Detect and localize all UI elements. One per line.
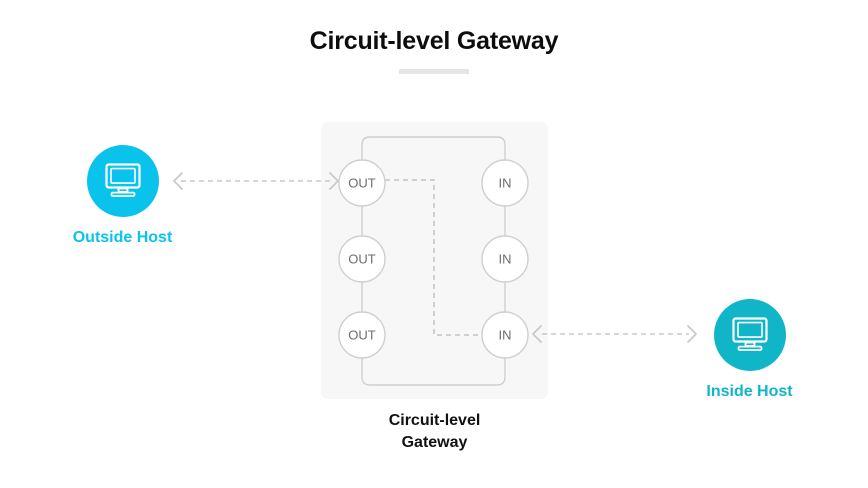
circuit-top-rail <box>361 136 506 183</box>
desktop-monitor-icon <box>731 317 768 351</box>
in-node-1-label: IN <box>499 176 512 191</box>
in-node-1[interactable]: IN <box>481 159 529 207</box>
outside-host-label: Outside Host <box>72 229 173 246</box>
in-node-3[interactable]: IN <box>481 311 529 359</box>
outside-host-node[interactable]: Outside Host <box>57 145 188 247</box>
out-node-1[interactable]: OUT <box>338 159 386 207</box>
inside-flow-arrowhead-right <box>687 325 697 343</box>
in-node-2[interactable]: IN <box>481 235 529 283</box>
title-underline-rule <box>399 69 469 74</box>
desktop-monitor-icon <box>104 163 141 197</box>
outside-flow-arrowhead-right <box>329 172 339 190</box>
inside-flow-arrowhead-left <box>532 325 542 343</box>
outside-flow-arrowhead-left <box>173 172 183 190</box>
circuit-bottom-rail <box>361 335 506 386</box>
inside-host-circle <box>713 299 786 371</box>
page-title: Circuit-level Gateway <box>309 27 559 55</box>
in-node-2-label: IN <box>499 252 512 267</box>
gateway-caption-line2: Gateway <box>401 434 468 451</box>
in-node-3-label: IN <box>499 328 512 343</box>
out-node-1-label: OUT <box>348 176 376 191</box>
out-node-2[interactable]: OUT <box>338 235 386 283</box>
gateway-caption: Circuit-level Gateway <box>321 410 548 454</box>
out-node-2-label: OUT <box>348 252 376 267</box>
out-node-3-label: OUT <box>348 328 376 343</box>
outside-host-circle <box>86 145 159 217</box>
inside-host-label: Inside Host <box>706 383 793 400</box>
circuit-path-out1-to-in3 <box>385 179 482 336</box>
out-node-3[interactable]: OUT <box>338 311 386 359</box>
gateway-caption-line1: Circuit-level <box>388 412 481 429</box>
inside-host-node[interactable]: Inside Host <box>684 299 815 401</box>
